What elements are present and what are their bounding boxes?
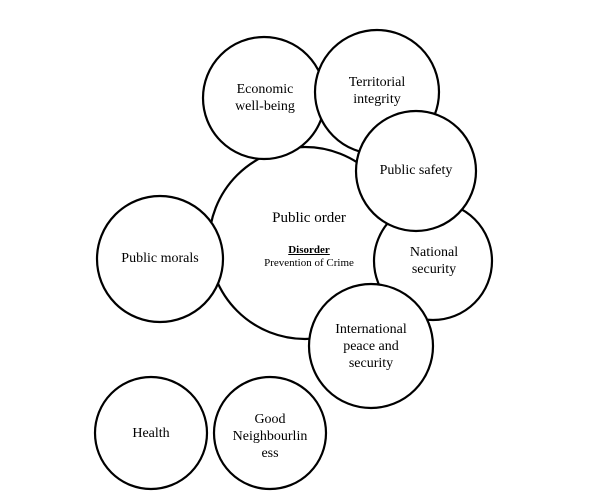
public-morals-label: Public morals <box>121 251 199 266</box>
national-security-label: National security <box>409 245 459 277</box>
public-safety-label: Public safety <box>379 163 453 178</box>
public-order-subtext: Disorder Prevention of Crime <box>245 230 373 270</box>
good-neighbourliness-label: Good Neighbourlin ess <box>232 412 308 461</box>
circle-good-neighbourliness <box>212 375 328 491</box>
prevention-of-crime-text: Prevention of Crime <box>264 257 354 270</box>
public-order-title: Public order <box>272 210 346 226</box>
circle-international <box>307 282 435 410</box>
international-label: International peace and security <box>335 322 407 371</box>
circle-public-safety <box>354 109 478 233</box>
circle-health <box>93 375 209 491</box>
territorial-label: Territorial integrity <box>348 75 406 107</box>
economic-label: Economic well-being <box>235 82 295 114</box>
disorder-heading: Disorder <box>288 244 330 256</box>
circle-public-morals <box>95 194 225 324</box>
health-label: Health <box>132 426 170 441</box>
